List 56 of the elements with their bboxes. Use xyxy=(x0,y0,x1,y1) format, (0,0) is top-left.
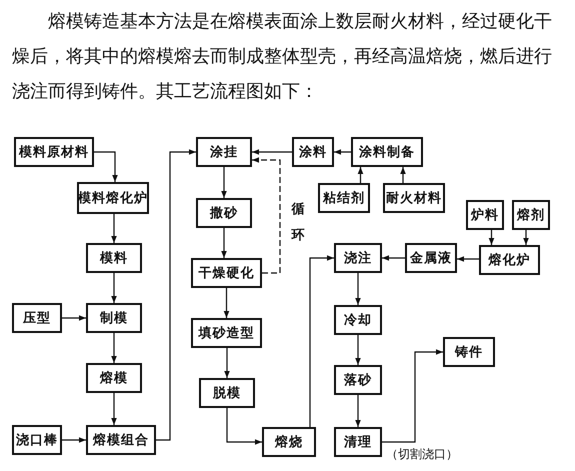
process-box: 清理 xyxy=(334,427,382,457)
arrow xyxy=(62,437,86,443)
process-box: 模料 xyxy=(86,243,142,273)
arrow xyxy=(111,333,117,363)
process-box: 浇口棒 xyxy=(12,425,62,455)
process-box: 熔模组合 xyxy=(86,425,156,455)
process-box: 压型 xyxy=(12,303,62,333)
process-box: 模料原材料 xyxy=(14,137,94,167)
intro-paragraph: 熔模铸造基本方法是在熔模表面涂上数层耐火材料，经过硬化干燥后，将其中的熔模熔去而制成整体型壳，再经高温焙烧，燃后进行浇注而得到铸件。其工艺流程图如下： xyxy=(12,10,552,104)
process-box: 炉料 xyxy=(466,200,504,230)
arrow xyxy=(309,255,334,427)
process-box: 熔模 xyxy=(86,363,142,393)
arrow xyxy=(221,167,227,198)
arrow xyxy=(252,157,281,274)
arrow xyxy=(382,255,405,261)
arrow xyxy=(334,149,351,155)
process-box: 浇注 xyxy=(334,243,382,273)
process-box: 铸件 xyxy=(443,337,495,367)
arrow xyxy=(488,230,494,245)
arrow xyxy=(358,167,364,183)
process-box: 制模 xyxy=(86,303,142,333)
arrow xyxy=(111,273,117,303)
process-box: 干燥硬化 xyxy=(191,258,262,288)
note-text: （切割浇口） xyxy=(386,446,458,463)
arrow xyxy=(226,408,262,445)
process-box: 冷却 xyxy=(334,305,382,335)
process-box: 熔化炉 xyxy=(479,245,540,275)
arrow xyxy=(62,315,86,321)
arrow xyxy=(224,348,230,378)
process-box: 熔剂 xyxy=(512,200,550,230)
arrow xyxy=(457,256,479,262)
arrow xyxy=(523,230,529,245)
process-box: 脱模 xyxy=(199,378,255,408)
arrow xyxy=(252,149,292,155)
arrow xyxy=(224,288,230,318)
arrow xyxy=(156,149,196,441)
process-box: 粘结剂 xyxy=(318,183,370,213)
arrow xyxy=(355,273,361,305)
process-box: 熔烧 xyxy=(262,427,316,457)
process-box: 涂料制备 xyxy=(351,137,423,167)
arrow xyxy=(400,167,406,183)
process-box: 撒砂 xyxy=(196,198,252,228)
process-box: 金属液 xyxy=(405,243,457,273)
arrow xyxy=(221,228,227,258)
arrow xyxy=(382,349,443,443)
arrow xyxy=(111,393,117,425)
process-box: 涂料 xyxy=(292,137,334,167)
process-box: 涂挂 xyxy=(196,137,252,167)
process-box: 填砂造型 xyxy=(191,318,262,348)
arrow xyxy=(355,335,361,365)
arrow xyxy=(111,214,117,243)
process-box: 耐火材料 xyxy=(383,183,445,213)
arrow xyxy=(94,151,118,182)
process-box: 落砂 xyxy=(334,365,382,395)
arrow xyxy=(355,395,361,427)
process-box: 模料熔化炉 xyxy=(77,182,149,214)
